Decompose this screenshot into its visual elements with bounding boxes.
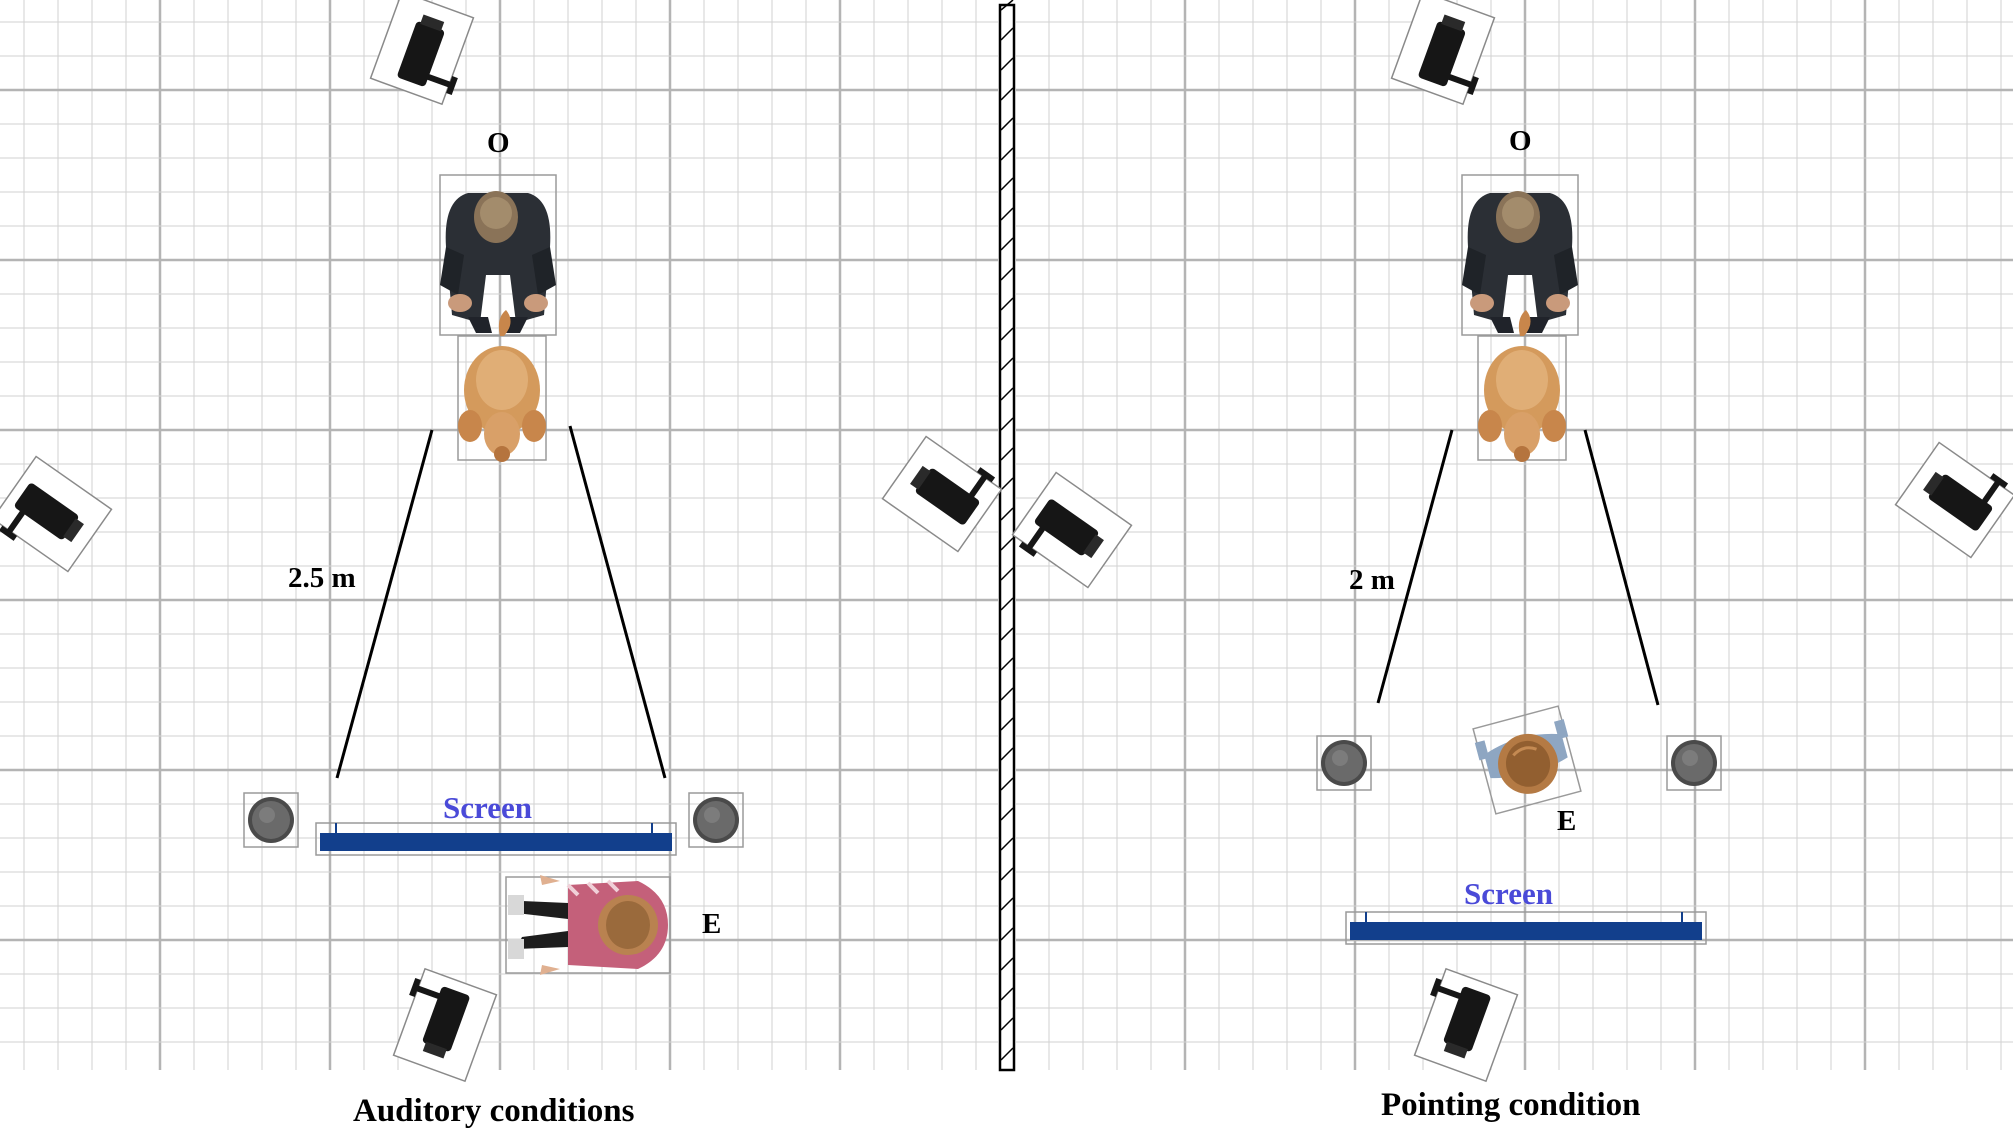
camera-icon <box>881 430 1006 553</box>
screen-label: Screen <box>443 790 532 825</box>
speaker-icon <box>1316 735 1372 791</box>
screen-label: Screen <box>1464 876 1553 911</box>
camera-icon <box>387 965 498 1082</box>
floor-grid-right <box>1016 0 2013 1070</box>
camera-icon <box>1894 436 2013 559</box>
floor-grid-left <box>0 0 998 1070</box>
experimenter-figure <box>1469 704 1585 816</box>
experimenter-figure <box>504 873 672 977</box>
panel-caption: Pointing condition <box>1381 1087 1641 1123</box>
experimenter-label: E <box>702 908 722 940</box>
camera-icon <box>1008 471 1133 594</box>
screen-bar <box>315 822 677 856</box>
experimenter-label: E <box>1557 805 1577 837</box>
distance-label: 2 m <box>1349 564 1395 596</box>
distance-label: 2.5 m <box>288 562 356 594</box>
distance-line-right <box>568 425 667 779</box>
owner-figure <box>439 174 557 336</box>
panel-caption: Auditory conditions <box>353 1093 635 1129</box>
speaker-icon <box>1666 735 1722 791</box>
owner-label: O <box>1509 125 1532 157</box>
panel-pointing <box>1008 0 2013 1082</box>
distance-line-right <box>1583 429 1660 706</box>
owner-label: O <box>487 127 510 159</box>
distance-line-left <box>335 429 434 779</box>
camera-icon <box>1408 965 1519 1082</box>
distance-line-left <box>1376 429 1454 704</box>
dog-icon <box>457 309 547 463</box>
panel-auditory <box>0 0 1006 1082</box>
speaker-icon <box>688 792 744 848</box>
divider-wall <box>998 0 1016 1072</box>
owner-figure <box>1461 174 1579 336</box>
speaker-icon <box>243 792 299 848</box>
camera-icon <box>0 455 113 578</box>
